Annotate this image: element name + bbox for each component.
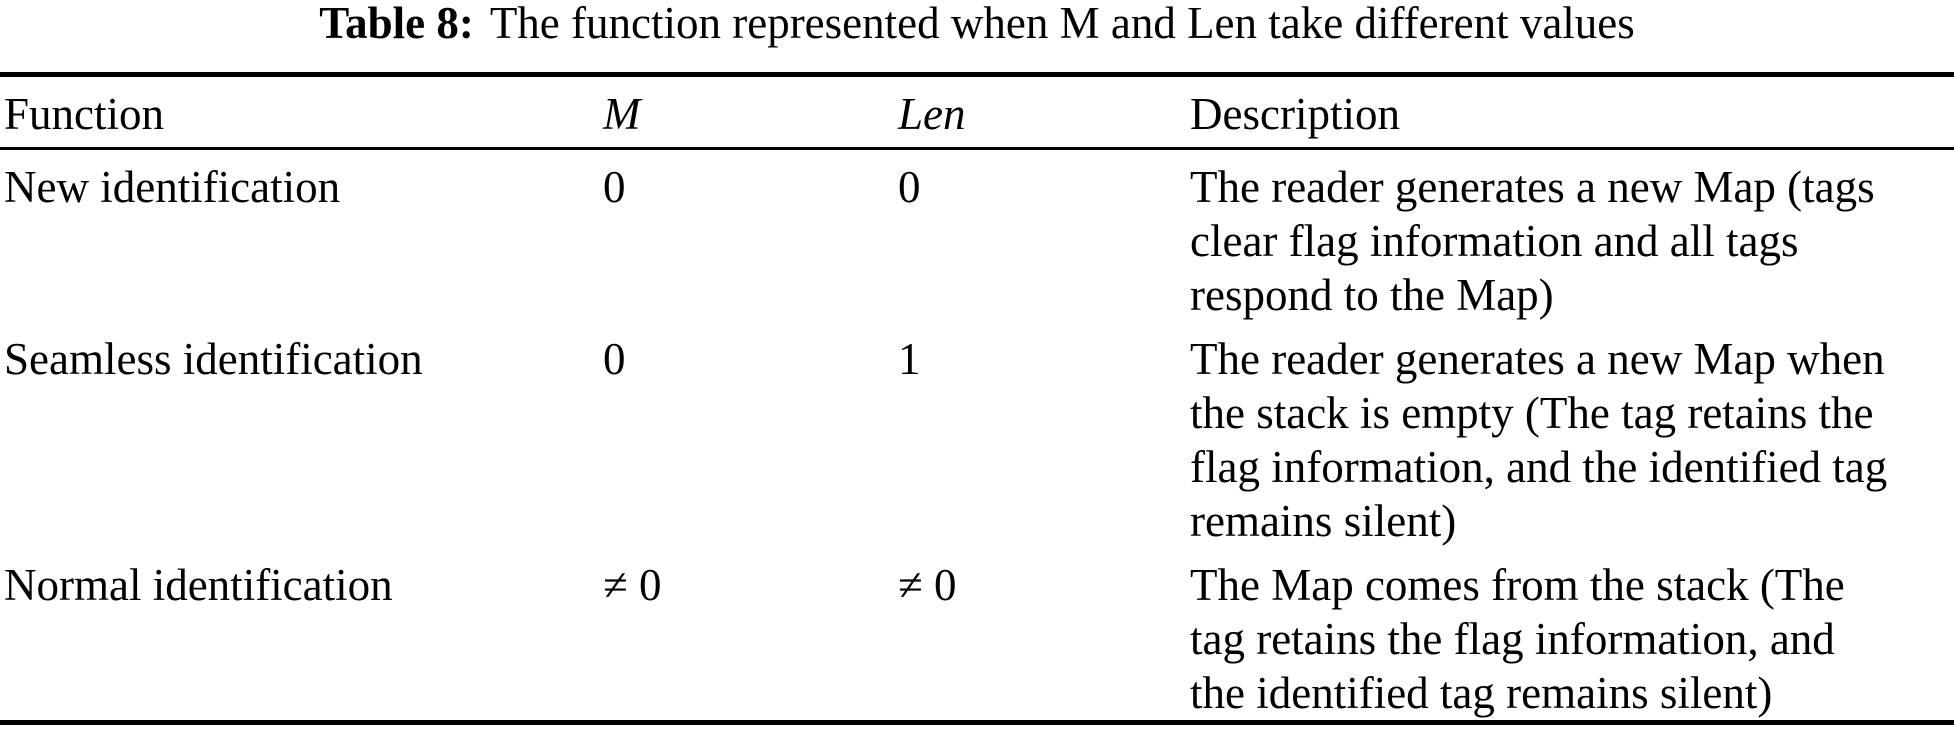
table-caption-label: Table 8: <box>319 0 474 48</box>
cell-function: Normal identification <box>4 560 393 610</box>
table-header-row: Function M Len Description <box>0 77 1954 150</box>
cell-description: The reader generates a new Map (tags cle… <box>1190 160 1954 322</box>
table-caption: Table 8: The function represented when M … <box>0 0 1954 50</box>
description-line: remains silent) <box>1190 496 1457 546</box>
description-line: flag information, and the identified tag <box>1190 442 1888 492</box>
cell-m-value: 0 <box>603 162 626 212</box>
cell-function: New identification <box>4 162 341 212</box>
table-row-normal-identification: Normal identification ≠ 0 ≠ 0 The Map co… <box>0 548 1954 720</box>
cell-len-value: 0 <box>898 162 921 212</box>
description-line: clear flag information and all tags <box>1190 216 1799 266</box>
header-function: Function <box>4 89 165 139</box>
table-row-seamless-identification: Seamless identification 0 1 The reader g… <box>0 322 1954 548</box>
header-description: Description <box>1190 89 1400 139</box>
description-line: respond to the Map) <box>1190 270 1554 320</box>
cell-description: The reader generates a new Map when the … <box>1190 332 1954 548</box>
description-line: The Map comes from the stack (The <box>1190 560 1845 610</box>
cell-function: Seamless identification <box>4 334 423 384</box>
description-line: the stack is empty (The tag retains the <box>1190 388 1874 438</box>
table-row-new-identification: New identification 0 0 The reader genera… <box>0 150 1954 322</box>
cell-m-value: 0 <box>603 334 626 384</box>
description-line: The reader generates a new Map (tags <box>1190 162 1875 212</box>
description-line: The reader generates a new Map when <box>1190 334 1885 384</box>
description-line: the identified tag remains silent) <box>1190 668 1773 718</box>
header-len: Len <box>898 89 966 139</box>
header-m: M <box>603 89 641 139</box>
cell-len-value: ≠ 0 <box>898 560 957 610</box>
cell-description: The Map comes from the stack (The tag re… <box>1190 558 1954 720</box>
data-table: Function M Len Description New identific… <box>0 72 1954 725</box>
table-caption-text: The function represented when M and Len … <box>489 0 1635 48</box>
cell-len-value: 1 <box>898 334 921 384</box>
cell-m-value: ≠ 0 <box>603 560 662 610</box>
description-line: tag retains the flag information, and <box>1190 614 1835 664</box>
